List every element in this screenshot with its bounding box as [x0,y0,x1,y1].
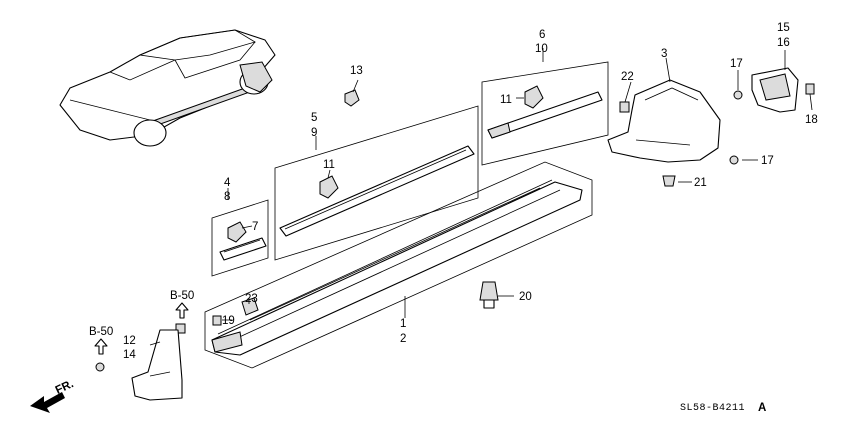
clip-18 [805,83,815,95]
callout-13: 13 [350,65,363,77]
screw-14 [95,362,105,372]
clip-7 [227,221,247,243]
callout-20: 20 [519,291,532,303]
callout-22: 22 [621,71,634,83]
callout-19: 19 [222,315,235,327]
callout-10: 10 [535,43,548,55]
section-ref-b50-upper: B-50 [170,290,194,302]
callout-3: 3 [661,48,667,60]
clip-20 [479,281,499,309]
callout-23: 23 [245,293,258,305]
molding-middle [279,145,475,237]
callout-21: 21 [694,177,707,189]
callout-18: 18 [805,114,818,126]
mud-flap-12-14 [131,329,183,401]
leader-lines [149,48,813,346]
up-arrow-b50-b [94,338,108,355]
group-box-6-10 [481,61,609,166]
callout-8: 8 [224,191,230,203]
callout-15: 15 [777,22,790,34]
callout-4: 4 [224,177,231,189]
screw-17-upper [733,90,743,100]
callout-1: 1 [400,318,406,330]
group-box-1-2 [204,161,593,369]
callout-12: 12 [123,335,136,347]
callout-16: 16 [777,37,790,49]
callout-14: 14 [123,349,136,361]
front-label: FR. [54,378,76,397]
clip-22 [619,101,630,113]
clip-19 [212,315,222,326]
group-box-4-8 [211,199,269,277]
side-sill-garnish [211,179,583,356]
clip-13 [344,89,360,107]
clip-11-middle [319,175,339,199]
section-ref-b50-lower: B-50 [89,326,113,338]
callout-2: 2 [400,333,406,345]
clip-b50 [175,323,186,334]
callout-5: 5 [311,112,317,124]
group-box-5-9 [274,105,479,261]
callout-11-rear: 11 [500,94,512,106]
revision-letter: A [758,402,766,414]
callout-6: 6 [539,29,545,41]
callout-9: 9 [311,127,317,139]
callout-17-upper: 17 [730,58,743,70]
up-arrow-b50-a [175,302,189,319]
clip-11-rear [524,85,544,109]
car-overview [59,29,276,147]
clip-23 [241,297,259,316]
molding-rear [487,91,603,139]
callout-7: 7 [252,221,258,233]
front-arrow-icon [30,392,65,413]
screw-17-lower [729,155,739,165]
callout-11-middle: 11 [323,159,335,171]
splash-shield-3 [607,79,721,163]
callout-17-lower: 17 [761,155,774,167]
molding-small [219,237,267,261]
mudguard-15-16 [751,67,799,113]
clip-21 [662,175,676,187]
diagram-code: SL58-B4211 [680,403,745,414]
